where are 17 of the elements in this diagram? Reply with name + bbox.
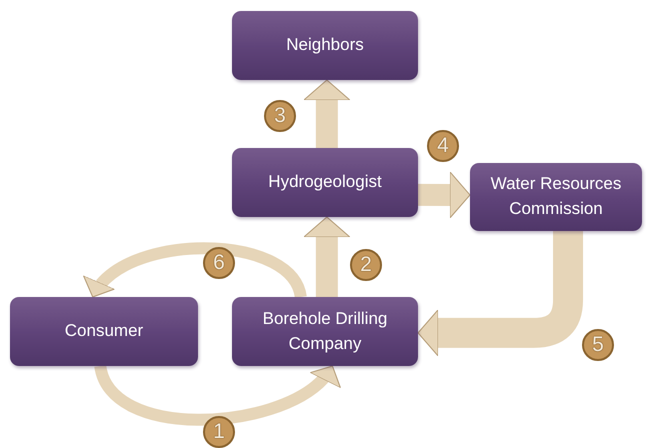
callout-number: 4: [427, 130, 459, 162]
node-label: Water Resources Commission: [490, 173, 622, 220]
node-label: Consumer: [64, 320, 144, 342]
process-box: [232, 297, 418, 366]
node-label: Borehole Drilling Company: [262, 308, 388, 354]
process-box: [232, 148, 418, 217]
node-label: Hydrogeologist: [268, 171, 382, 194]
process-box: [10, 297, 198, 366]
callout-number: 3: [264, 100, 296, 132]
block-arrow: [303, 216, 350, 297]
block-arrow: [303, 80, 350, 148]
process-box: [470, 163, 642, 231]
process-box: [232, 11, 418, 80]
block-arrow: [418, 171, 470, 218]
callout-number: 2: [350, 249, 382, 281]
node-label: Neighbors: [286, 34, 364, 56]
callout-number: 5: [582, 329, 614, 361]
